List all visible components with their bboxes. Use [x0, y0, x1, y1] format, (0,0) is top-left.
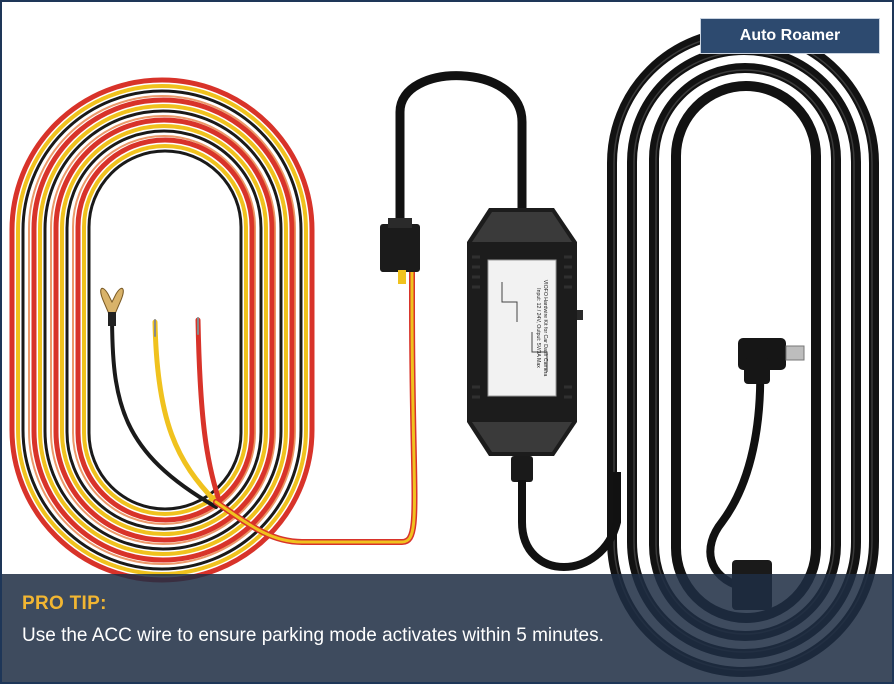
inline-connector [380, 218, 420, 284]
fork-terminal [100, 287, 124, 326]
usb-lead [706, 361, 765, 591]
module-label-plate [487, 259, 557, 397]
cable-loop-top [395, 71, 527, 242]
wire-ends [110, 269, 418, 545]
hardwire-module: VIOFO Hardwire Kit for Car Dash Camera I… [467, 208, 583, 482]
module-label-line-1: VIOFO Hardwire Kit for Car Dash Camera [542, 280, 548, 377]
micro-usb-plug [738, 338, 805, 384]
left-cable-coil [9, 77, 315, 583]
output-cable [518, 472, 621, 571]
module-label-line-2: Input: 12 / 24V, Output: 5V/3A Max [535, 288, 541, 368]
pro-tip-panel: PRO TIP: Use the ACC wire to ensure park… [2, 574, 892, 682]
pro-tip-text: Use the ACC wire to ensure parking mode … [22, 625, 604, 646]
pro-tip-title: PRO TIP: [22, 593, 107, 614]
brand-badge: Auto Roamer [700, 18, 880, 54]
